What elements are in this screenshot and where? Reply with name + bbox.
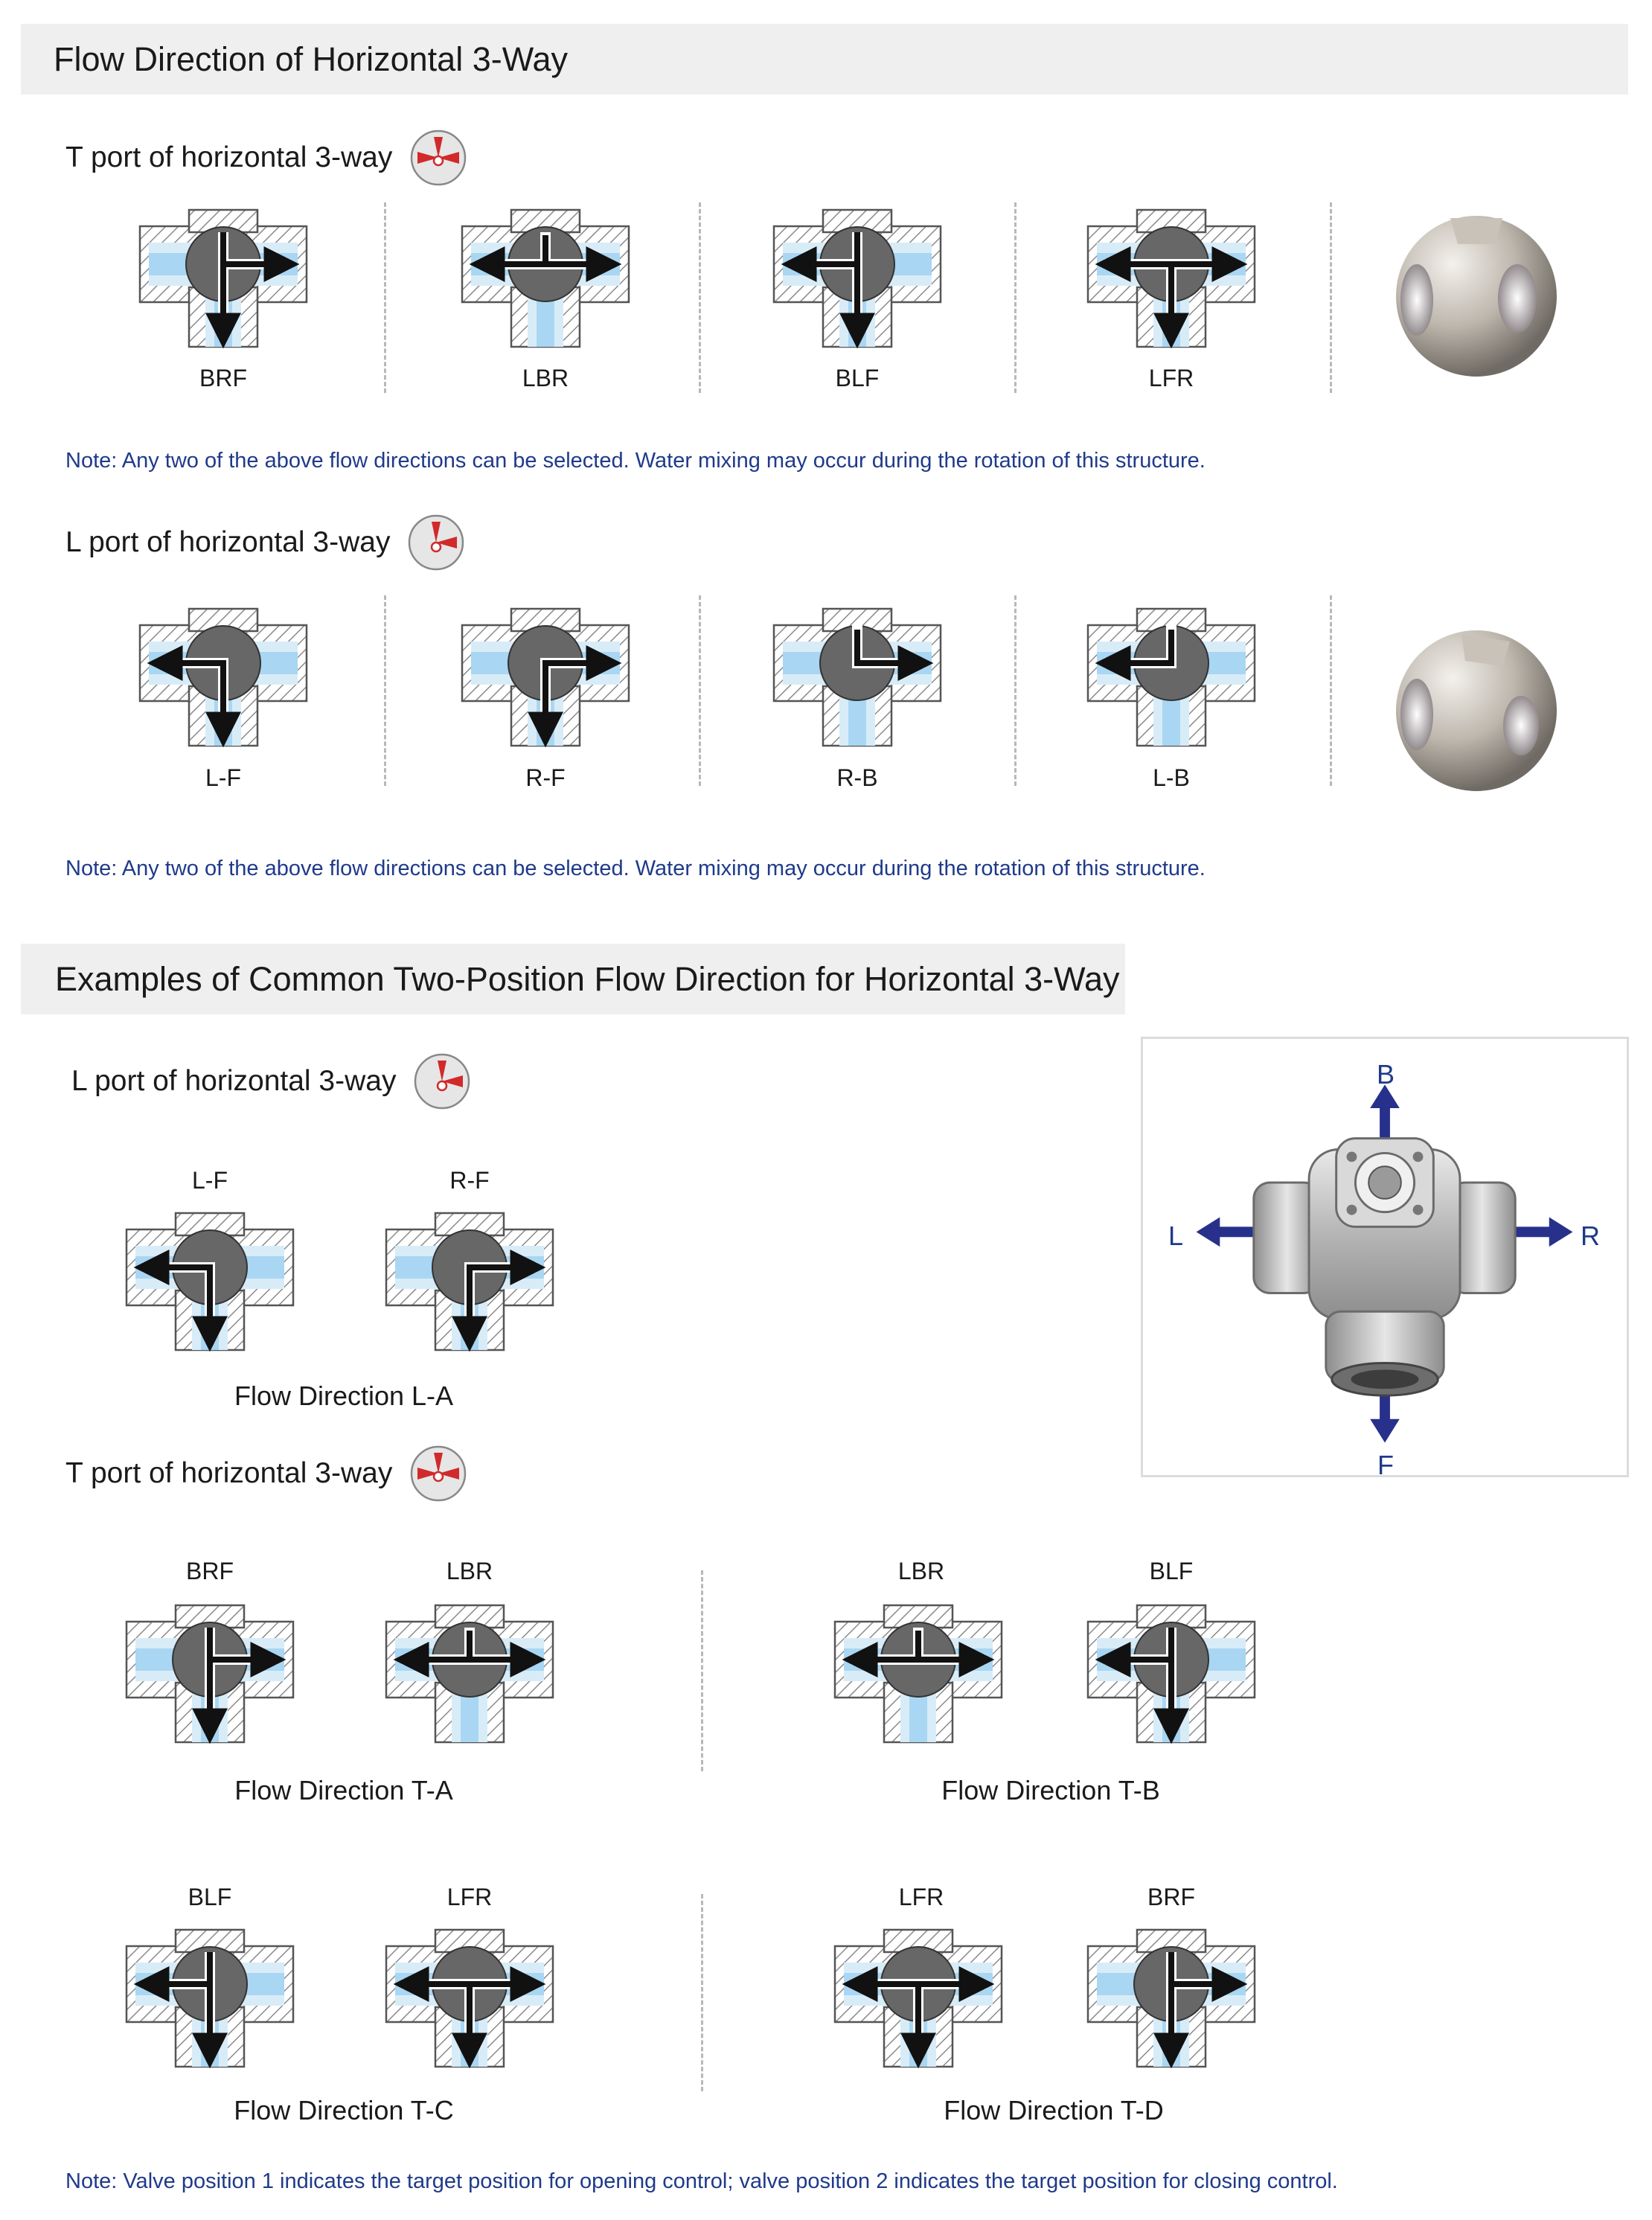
t-port-note: Note: Any two of the above flow directio…	[65, 449, 1206, 473]
direction-label-r: R	[1581, 1221, 1600, 1251]
l-port-example-heading: L port of horizontal 3-way	[71, 1052, 472, 1111]
divider	[1330, 595, 1332, 786]
label-l-f: L-F	[192, 1167, 228, 1194]
label-brf: BRF	[1147, 1884, 1195, 1910]
label-lbr: LBR	[522, 365, 569, 391]
valve-t-blf	[125, 1928, 295, 2069]
divider	[384, 202, 386, 393]
divider	[701, 1570, 703, 1771]
t-port-heading-text: T port of horizontal 3-way	[65, 141, 393, 173]
valve-t-lfr	[833, 1928, 1003, 2069]
label-blf: BLF	[835, 365, 880, 391]
direction-label-l: L	[1168, 1221, 1184, 1251]
l-port-note: Note: Any two of the above flow directio…	[65, 857, 1206, 880]
section-title-text: Examples of Common Two-Position Flow Dir…	[55, 959, 1120, 998]
t-port-example-heading: T port of horizontal 3-way	[65, 1444, 468, 1503]
handle-l-icon	[409, 514, 464, 571]
caption-flow-l-a: Flow Direction L-A	[234, 1381, 454, 1411]
valve-l-rf	[461, 607, 630, 748]
valve-t-lbr	[461, 208, 630, 348]
valve-t-lfr	[385, 1928, 554, 2069]
divider	[1014, 595, 1017, 786]
caption-flow-t-a: Flow Direction T-A	[234, 1775, 453, 1805]
label-lfr: LFR	[898, 1884, 944, 1910]
valve-t-brf	[138, 208, 308, 349]
valve-t-lbr	[833, 1604, 1003, 1744]
caption-flow-t-d: Flow Direction T-D	[944, 2095, 1164, 2125]
divider	[699, 202, 701, 393]
divider	[1330, 202, 1332, 393]
l-port-heading-text: L port of horizontal 3-way	[65, 526, 391, 558]
label-lbr: LBR	[897, 1558, 945, 1584]
caption-flow-t-c: Flow Direction T-C	[234, 2095, 454, 2125]
l-port-heading: L port of horizontal 3-way	[65, 513, 466, 572]
label-brf: BRF	[186, 1558, 234, 1584]
handle-t-icon	[411, 1445, 467, 1502]
caption-flow-t-b: Flow Direction T-B	[941, 1775, 1160, 1805]
valve-l-lf	[138, 607, 308, 748]
divider	[1014, 202, 1017, 393]
divider	[384, 595, 386, 786]
l-port-example-heading-text: L port of horizontal 3-way	[71, 1065, 397, 1097]
valve-3d-image	[1196, 1084, 1573, 1443]
valve-l-rf	[385, 1212, 554, 1352]
label-r-b: R-B	[836, 764, 878, 791]
label-r-f: R-F	[449, 1167, 490, 1194]
handle-t-icon	[411, 129, 467, 186]
valve-t-lfr	[1086, 208, 1256, 349]
t-port-heading: T port of horizontal 3-way	[65, 128, 468, 188]
valve-l-rb	[772, 607, 942, 747]
label-lbr: LBR	[446, 1558, 493, 1584]
label-l-f: L-F	[205, 764, 241, 791]
label-l-b: L-B	[1153, 764, 1190, 791]
handle-l-icon	[414, 1053, 470, 1110]
divider	[701, 1894, 703, 2091]
direction-label-b: B	[1376, 1059, 1395, 1090]
section-title-flow-direction: Flow Direction of Horizontal 3-Way	[21, 24, 1628, 95]
label-lfr: LFR	[1148, 365, 1194, 391]
label-blf: BLF	[1149, 1558, 1194, 1584]
label-brf: BRF	[199, 365, 247, 391]
valve-t-blf	[772, 208, 942, 349]
valve-t-blf	[1086, 1604, 1256, 1744]
direction-diagram: B F L R	[1141, 1037, 1629, 1480]
label-r-f: R-F	[525, 764, 566, 791]
valve-position-note: Note: Valve position 1 indicates the tar…	[65, 2169, 1338, 2193]
section-title-examples: Examples of Common Two-Position Flow Dir…	[21, 944, 1125, 1014]
valve-t-brf	[125, 1604, 295, 1744]
section-title-text: Flow Direction of Horizontal 3-Way	[54, 39, 569, 78]
direction-label-f: F	[1377, 1450, 1394, 1480]
valve-l-lf	[125, 1212, 295, 1352]
label-blf: BLF	[188, 1884, 232, 1910]
valve-l-lb	[1086, 607, 1256, 747]
ball-t-port-image	[1396, 216, 1557, 377]
valve-t-brf	[1086, 1928, 1256, 2069]
valve-t-lbr	[385, 1604, 554, 1744]
ball-l-port-image	[1396, 630, 1557, 791]
label-lfr: LFR	[446, 1884, 493, 1910]
t-port-example-heading-text: T port of horizontal 3-way	[65, 1457, 393, 1489]
divider	[699, 595, 701, 786]
